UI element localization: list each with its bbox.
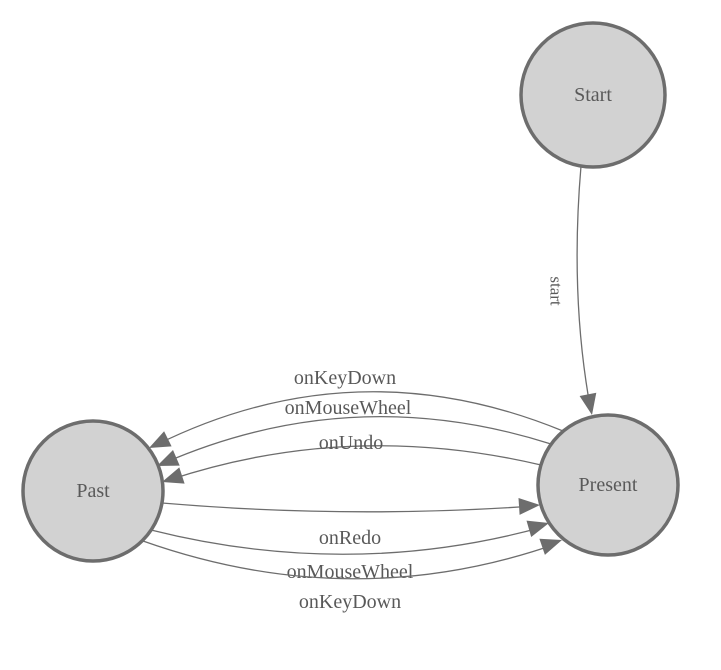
transition-label: onUndo [319,432,383,454]
transition-label: onMouseWheel [285,397,412,419]
state-node-present: Present [536,413,680,557]
arrowhead-icon [518,498,540,515]
transition-edge-start-to-present: start [547,165,597,415]
transition-edge-present-to-past-onmousewheel: onMouseWheel [157,397,552,466]
transition-path [168,445,542,481]
state-label-present: Present [579,474,638,496]
state-circle-present [536,413,680,557]
transition-label: onRedo [319,527,381,549]
transition-path [150,526,544,555]
transition-label: start [547,276,566,306]
transition-path [161,502,535,513]
state-circle-past [21,419,165,563]
state-label-past: Past [76,480,110,502]
transition-path [155,391,564,446]
transition-edge-present-to-past-onkeydown: onKeyDown [149,367,564,448]
arrowhead-icon [579,392,597,415]
transition-edge-past-to-present-onredo: onRedo [161,498,540,549]
arrowhead-icon [539,538,562,555]
transition-label: onMouseWheel [287,561,414,583]
state-node-start: Start [519,21,667,169]
transition-edge-present-to-past-onundo: onUndo [162,432,542,484]
transition-path [163,415,552,464]
arrowhead-icon [149,431,172,448]
transition-label: onKeyDown [294,367,396,389]
transition-path [142,540,557,580]
transition-path [576,165,591,407]
transition-edge-past-to-present-onkeydown: onKeyDown [142,538,562,613]
state-circle-start [519,21,667,169]
state-node-past: Past [21,419,165,563]
transition-label: onKeyDown [299,591,401,613]
arrowhead-icon [162,467,185,484]
arrowhead-icon [526,520,549,537]
state-label-start: Start [574,84,612,106]
arrowhead-icon [157,450,180,466]
